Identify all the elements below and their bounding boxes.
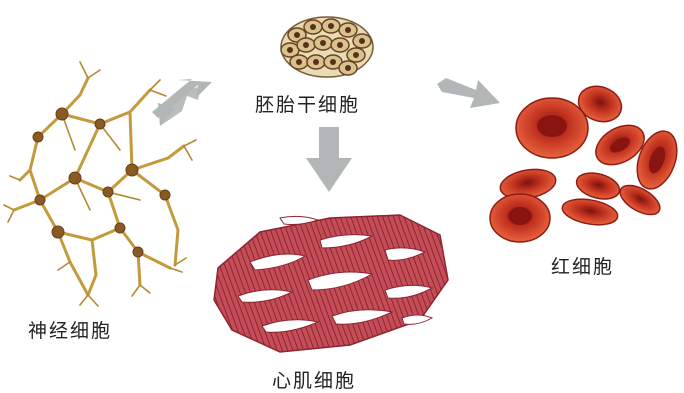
embryonic-stem-cell-cluster — [281, 17, 373, 77]
heart-muscle-cell-label: 心肌细胞 — [272, 366, 356, 393]
arrow-to-heart-cell — [306, 127, 352, 192]
heart-muscle-tissue — [214, 215, 448, 352]
nerve-cell-network — [4, 62, 196, 306]
nerve-cell-label: 神经细胞 — [28, 316, 112, 343]
red-blood-cells — [490, 81, 684, 242]
arrow-to-red-blood-cell — [437, 78, 500, 108]
embryonic-stem-cell-label: 胚胎干细胞 — [255, 90, 360, 117]
red-blood-cell-label: 红细胞 — [551, 252, 614, 279]
arrow-to-nerve-cell — [152, 79, 215, 126]
